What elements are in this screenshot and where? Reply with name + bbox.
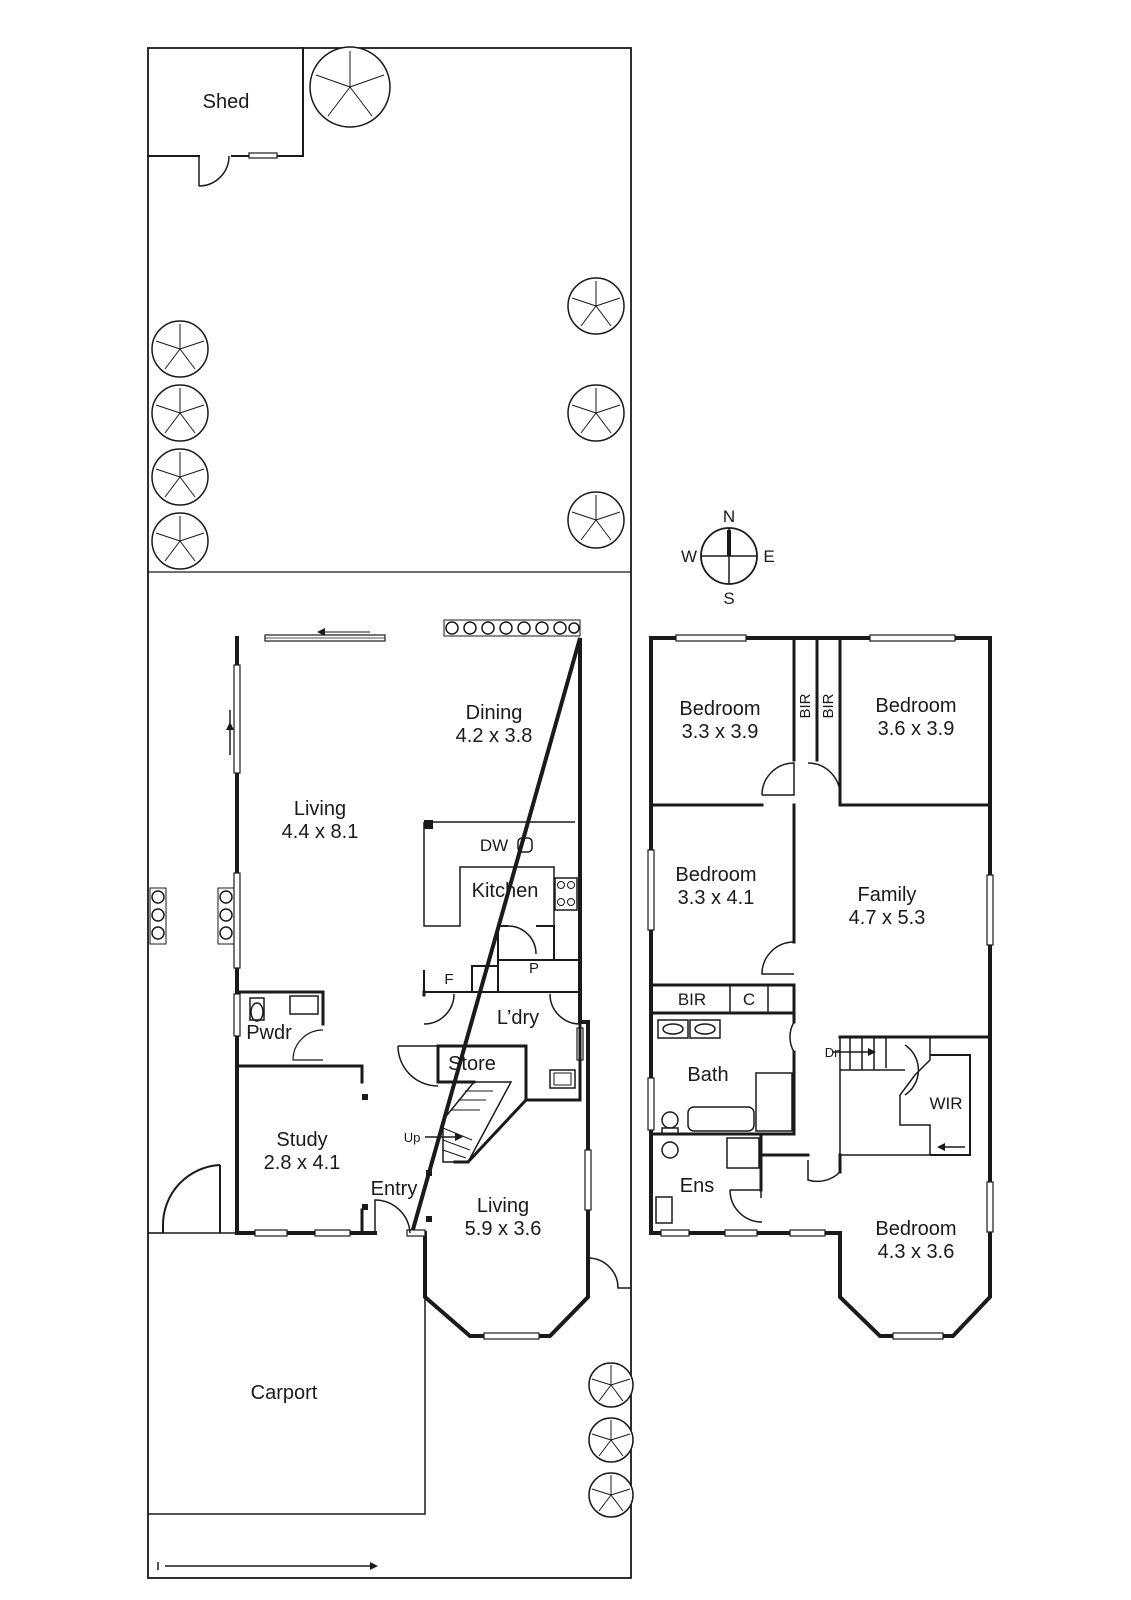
compass-east: E: [763, 547, 774, 566]
stairs-up-label: Up: [404, 1130, 421, 1145]
bedroom-w-label: Bedroom: [675, 864, 756, 886]
entry-label: Entry: [371, 1178, 418, 1200]
living-main-size: 4.4 x 8.1: [282, 821, 359, 843]
bedroom-main-size: 4.3 x 3.6: [878, 1241, 955, 1263]
kitchen-label: Kitchen: [472, 880, 539, 902]
bedroom-main-label: Bedroom: [875, 1218, 956, 1240]
dishwasher-label: DW: [480, 836, 508, 855]
shed: Shed: [147, 47, 304, 187]
dining-size: 4.2 x 3.8: [456, 725, 533, 747]
bedroom-ne-size: 3.6 x 3.9: [878, 718, 955, 740]
compass-rose: N S E W: [681, 507, 775, 608]
tree-icon: [588, 1417, 634, 1463]
tree-icon: [151, 384, 209, 442]
carport-label: Carport: [251, 1382, 318, 1404]
living-front-size: 5.9 x 3.6: [465, 1218, 542, 1240]
family-label: Family: [858, 884, 917, 906]
powder-label: Pwdr: [246, 1022, 292, 1044]
tree-icon: [567, 277, 625, 335]
bedroom-nw-label: Bedroom: [679, 698, 760, 720]
tree-icon: [309, 46, 391, 128]
bir-3-label: BIR: [678, 990, 706, 1009]
study-label: Study: [276, 1129, 327, 1151]
tree-icon: [588, 1362, 634, 1408]
bedroom-ne-label: Bedroom: [875, 695, 956, 717]
laundry-label: L’dry: [497, 1007, 539, 1029]
compass-west: W: [681, 547, 697, 566]
fridge-label: F: [444, 971, 453, 988]
compass-north: N: [723, 507, 735, 526]
ensuite-label: Ens: [680, 1175, 714, 1197]
compass-south: S: [723, 589, 734, 608]
pantry-label: P: [529, 960, 539, 977]
store-label: Store: [448, 1053, 496, 1075]
wir-label: WIR: [929, 1094, 962, 1113]
tree-icon: [151, 448, 209, 506]
garden-trees: [151, 46, 634, 1518]
linen-cupboard-label: C: [743, 990, 755, 1009]
living-main-label: Living: [294, 798, 346, 820]
tree-icon: [151, 320, 209, 378]
family-size: 4.7 x 5.3: [849, 907, 926, 929]
shrub-beds: [149, 619, 581, 945]
tree-icon: [151, 512, 209, 570]
bedroom-w-size: 3.3 x 4.1: [678, 887, 755, 909]
bir-2-label: BIR: [820, 693, 837, 718]
tree-icon: [588, 1472, 634, 1518]
bedroom-nw-size: 3.3 x 3.9: [682, 721, 759, 743]
dining-label: Dining: [466, 702, 523, 724]
stairs-down-label: Dn: [825, 1045, 842, 1060]
tree-icon: [567, 384, 625, 442]
shed-label: Shed: [203, 91, 250, 113]
bir-1-label: BIR: [797, 693, 814, 718]
first-floor: Bedroom 3.3 x 3.9 BIR BIR Bedroom 3.6 x …: [647, 634, 994, 1340]
study-size: 2.8 x 4.1: [264, 1152, 341, 1174]
tree-icon: [567, 491, 625, 549]
property-boundary: [147, 47, 632, 1579]
bath-label: Bath: [687, 1064, 728, 1086]
living-front-label: Living: [477, 1195, 529, 1217]
ground-floor: Dining 4.2 x 3.8 Living 4.4 x 8.1 DW Kit…: [148, 628, 631, 1515]
